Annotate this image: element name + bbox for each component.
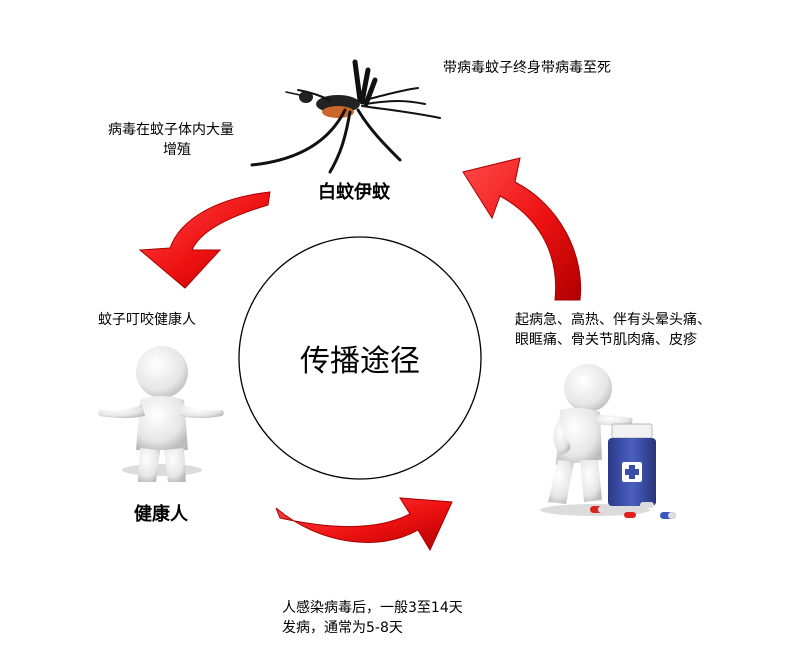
proliferate-line-1: 病毒在蚊子体内大量 <box>108 122 234 138</box>
healthy-person-figure <box>98 346 224 482</box>
mosquito-name: 白蚊伊蚊 <box>318 182 390 203</box>
mosquito-image <box>250 59 441 174</box>
infection-line-2: 发病，通常为5-8天 <box>282 620 403 636</box>
arrow-healthy-to-infection <box>275 497 453 552</box>
symptoms-line-1: 起病急、高热、伴有头晕头痛、 <box>515 312 711 328</box>
sick-person-figure <box>540 364 650 516</box>
bite-text: 蚊子叮咬健康人 <box>98 312 196 328</box>
mosquito-note: 带病毒蚊子终身带病毒至死 <box>443 60 611 76</box>
arrow-mosquito-to-healthy <box>138 191 271 289</box>
healthy-name: 健康人 <box>134 504 188 525</box>
pills <box>590 502 676 519</box>
center-label: 传播途径 <box>300 344 420 379</box>
infection-line-1: 人感染病毒后，一般3至14天 <box>282 600 463 616</box>
arrow-symptoms-to-mosquito <box>462 157 582 301</box>
proliferate-line-2: 增殖 <box>163 142 191 158</box>
medicine-bottle <box>608 423 656 506</box>
center-circle <box>238 236 482 480</box>
symptoms-line-2: 眼眶痛、骨关节肌肉痛、皮疹 <box>515 332 697 348</box>
